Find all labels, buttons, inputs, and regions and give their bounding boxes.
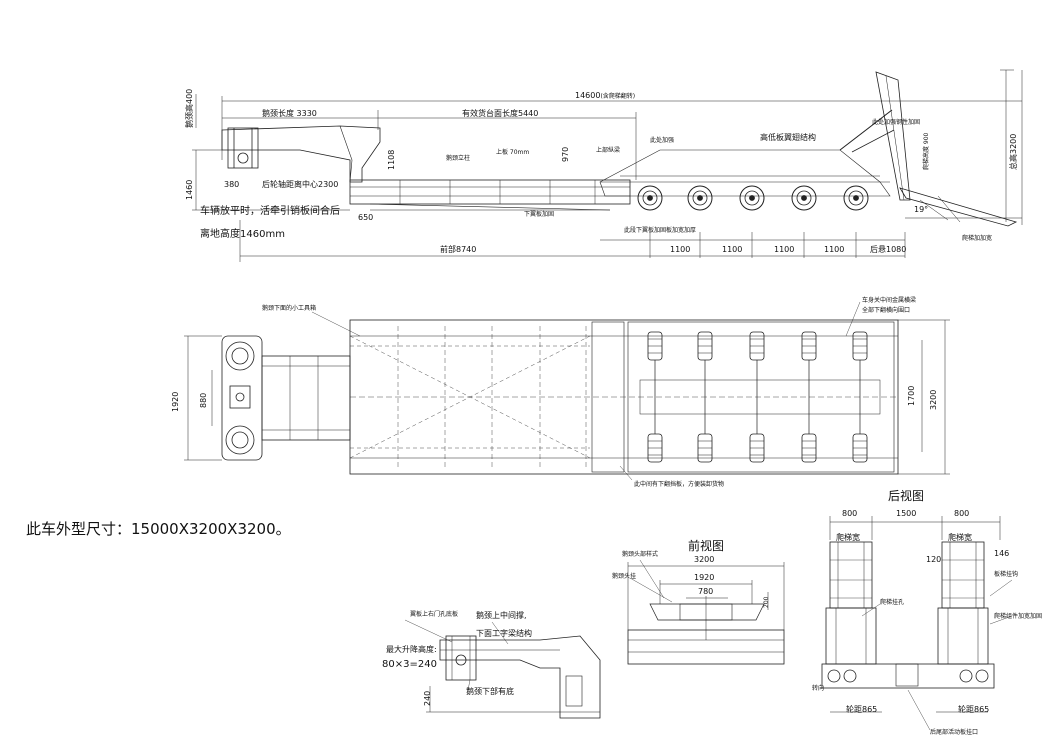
rear-note-a: 板梯挂钩 xyxy=(994,571,1019,578)
rear-overhang: 后悬1080 xyxy=(870,245,907,254)
rear-view xyxy=(821,516,1013,731)
rear-note-e: 转向 xyxy=(812,685,825,692)
axle-spacing-1: 1100 xyxy=(670,245,691,254)
plan-overall-width: 3200 xyxy=(929,389,938,410)
rear-note-c: 爬梯组件加宽加固 xyxy=(994,613,1043,620)
plan-note-top-right-2: 全部下翻横向围口 xyxy=(862,307,911,314)
plan-width-1920: 1920 xyxy=(171,391,180,412)
gooseneck-height: 鹅颈高400 xyxy=(185,88,194,128)
lowered-note-line2: 离地高度1460mm xyxy=(200,229,285,240)
rear-note-b: 爬梯挂孔 xyxy=(880,599,905,606)
front-length: 前部8740 xyxy=(440,245,477,254)
king-pin-height: 1460 xyxy=(185,179,194,200)
overall-dimension-spec: 此车外型尺寸：15000X3200X3200。 xyxy=(26,520,291,538)
wheelbase-note: 此段下翼板加固板加宽加厚 xyxy=(624,227,697,234)
rear-dim-left: 800 xyxy=(842,509,858,518)
rear-dim-146: 146 xyxy=(994,549,1010,558)
detail-note-b: 鹅颈上中间撑, xyxy=(476,611,527,620)
dim-380: 380 xyxy=(224,180,240,189)
plan-note-top-left: 鹅颈下面的小工具箱 xyxy=(262,305,317,312)
front-dim-200: 200 xyxy=(763,596,770,608)
front-note-b: 鹅颈头挂 xyxy=(612,573,637,580)
mid-label-c: 上部纵梁 xyxy=(596,147,621,154)
plan-view xyxy=(184,301,950,481)
rear-dim-120: 120 xyxy=(926,555,942,564)
side-view xyxy=(192,69,1023,262)
overall-length: 14600(含爬梯翻转) xyxy=(575,91,636,100)
suspension-note: 此处加强钢性加固 xyxy=(872,119,921,126)
platform-length: 有效货台面长度5440 xyxy=(462,109,539,118)
rear-wheel-left: 轮距865 xyxy=(846,705,878,714)
king-pin-to-front: 后轮轴距离中心2300 xyxy=(262,180,339,189)
front-dim-1920: 1920 xyxy=(694,573,715,582)
mid-label-b: 鹅颈立柱 xyxy=(446,155,471,162)
rear-view-title: 后视图 xyxy=(888,489,925,503)
rear-dim-mid: 1500 xyxy=(896,509,917,518)
dim-970: 970 xyxy=(561,146,570,162)
detail-note-e: 80×3=240 xyxy=(382,659,437,670)
plan-width-880: 880 xyxy=(199,392,208,408)
dim-650: 650 xyxy=(358,213,374,222)
axle-spacing-4: 1100 xyxy=(824,245,845,254)
plan-axle-width: 1700 xyxy=(907,385,916,406)
detail-note-f: 鹅颈下部有底 xyxy=(466,687,514,696)
gooseneck-length: 鹅颈长度 3330 xyxy=(262,109,317,118)
front-view xyxy=(627,559,785,665)
detail-dim-240: 240 xyxy=(423,690,432,706)
lowered-note-line1: 车辆放平时，活牵引销板间合后 xyxy=(200,206,340,217)
ladder-height: 爬梯高度 900 xyxy=(923,132,930,170)
dim-1108: 1108 xyxy=(387,149,396,170)
plan-note-top-right-1: 车身关中间金属横梁 xyxy=(862,297,917,304)
total-height: 总高3200 xyxy=(1009,133,1018,170)
front-note-a: 鹅颈头部样式 xyxy=(622,551,659,558)
front-dim-780: 780 xyxy=(698,587,714,596)
ladder-note: 爬梯加加宽 xyxy=(962,235,993,242)
top-plate-label: 上板 70mm xyxy=(496,149,530,156)
detail-note-d: 最大升降高度: xyxy=(386,645,437,654)
front-view-title: 前视图 xyxy=(688,539,725,553)
rear-ladder-left: 爬梯宽 xyxy=(836,533,860,542)
lower-plate-label: 下翼板加固 xyxy=(524,211,555,218)
rear-ladder-right: 爬梯宽 xyxy=(948,533,972,542)
plan-note-bottom: 此中间有下翻挡板，方便装卸货物 xyxy=(634,481,725,488)
front-overall: 3200 xyxy=(694,555,715,564)
detail-note-a: 翼板上右门孔底板 xyxy=(410,611,459,618)
ladder-angle: 19° xyxy=(914,205,929,214)
detail-view xyxy=(404,619,601,719)
rear-dim-right: 800 xyxy=(954,509,970,518)
rear-wheel-right: 轮距865 xyxy=(958,705,990,714)
mid-label-a: 此处加强 xyxy=(650,137,675,144)
rear-note-d: 后尾部活动板挂口 xyxy=(930,729,979,736)
detail-note-c: 下面工字梁结构 xyxy=(476,629,532,638)
high-low-plate: 高低板翼翅结构 xyxy=(760,133,816,142)
axle-spacing-3: 1100 xyxy=(774,245,795,254)
axle-spacing-2: 1100 xyxy=(722,245,743,254)
